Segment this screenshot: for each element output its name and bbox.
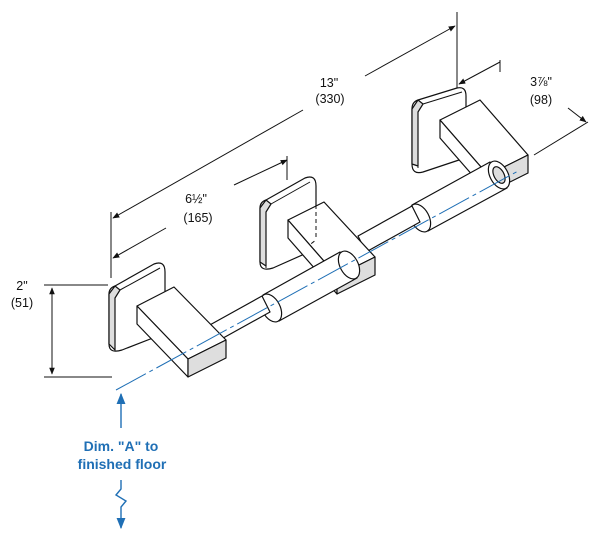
roll-centerline xyxy=(115,169,521,391)
overall-length-mm-label: (330) xyxy=(315,92,344,106)
projection-mm-label: (98) xyxy=(530,93,552,107)
projection-label: 3⅞" xyxy=(530,75,552,89)
center-spacing-mm-label: (165) xyxy=(183,211,212,225)
floor-dimension-indicator xyxy=(114,392,128,530)
roll-height-mm-label: (51) xyxy=(11,296,33,310)
floor-note-line-2: finished floor xyxy=(78,456,167,472)
center-spacing-dimension-line xyxy=(112,159,288,259)
projection-dimension-line xyxy=(458,61,587,123)
floor-note-line-1: Dim. "A" to xyxy=(84,438,159,454)
left-support-arm xyxy=(136,286,227,378)
right-paper-roll xyxy=(408,160,511,233)
overall-length-label: 13" xyxy=(320,76,338,90)
roll-height-label: 2" xyxy=(16,279,27,293)
overall-length-dimension-line xyxy=(112,25,456,219)
center-spacing-label: 6½" xyxy=(185,192,207,206)
